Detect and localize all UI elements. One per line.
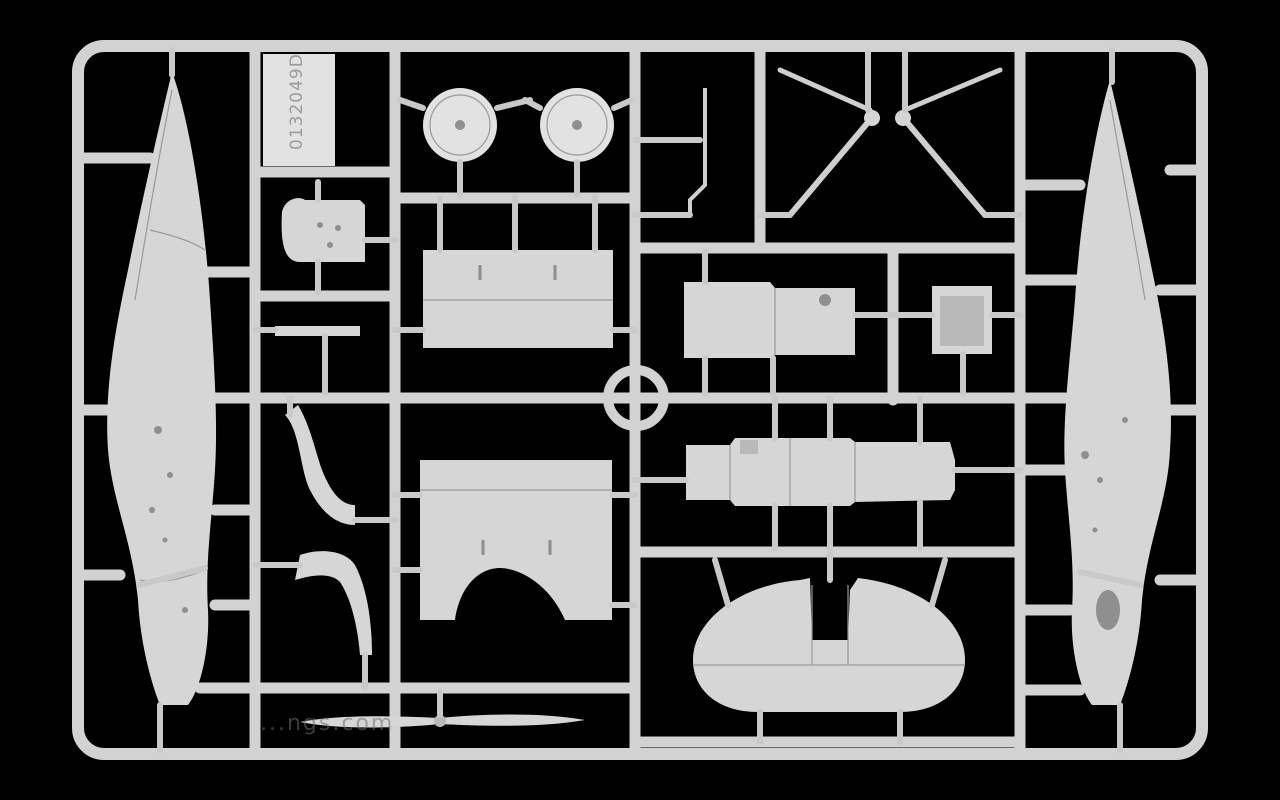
seat-box-part <box>684 249 896 396</box>
runner-grid <box>76 44 1204 756</box>
fuselage-deck-part <box>632 395 1023 551</box>
fuselage-half-left <box>107 47 217 753</box>
fuselage-half-right <box>1064 47 1171 753</box>
cowling-part <box>252 551 372 691</box>
landing-gear-struts <box>757 49 1023 218</box>
control-rod-part <box>632 88 707 218</box>
part-code-label: 0132049D <box>287 53 307 150</box>
floor-panel-upper <box>392 195 638 348</box>
tailplane-part <box>693 549 965 745</box>
small-square-part <box>890 286 1023 396</box>
instrument-panel-part <box>281 179 398 295</box>
wheel-right <box>522 88 635 198</box>
sprue-ring <box>603 365 669 431</box>
wheel-left <box>397 88 533 198</box>
cockpit-seat-part <box>285 395 398 525</box>
watermark-text: ...ngs.com <box>260 711 394 736</box>
floor-panel-lower <box>392 460 638 620</box>
part-code-tab: 0132049D <box>263 53 335 166</box>
bracket-part <box>252 326 360 396</box>
sprue-frame <box>72 40 1208 760</box>
propeller-part <box>300 689 585 728</box>
